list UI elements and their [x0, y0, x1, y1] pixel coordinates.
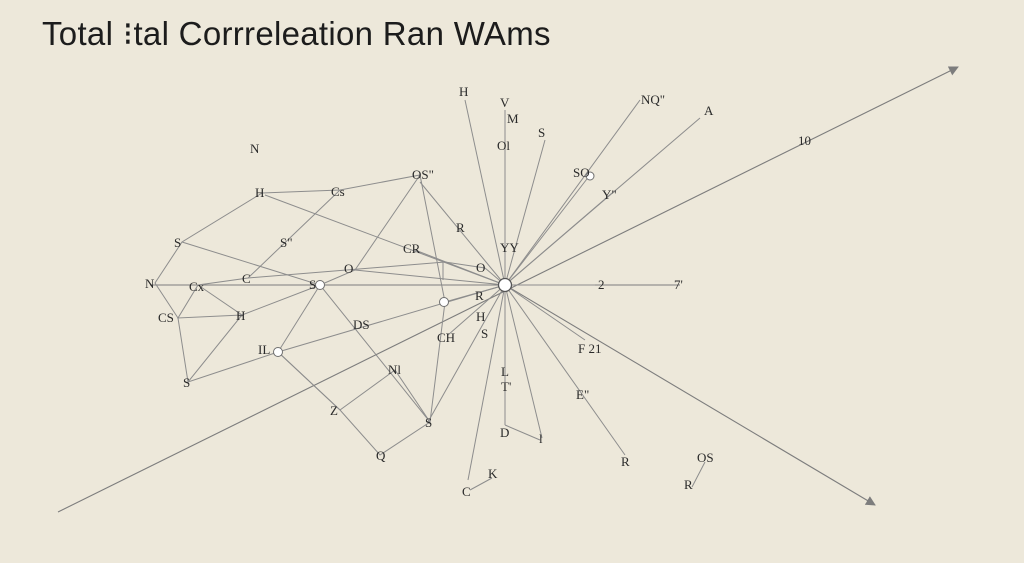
node-label: NQ" — [641, 92, 665, 107]
node-label: Nl — [388, 362, 401, 377]
node-label: A — [704, 103, 714, 118]
edge — [504, 284, 543, 439]
node[interactable] — [585, 171, 595, 181]
edge — [504, 284, 586, 341]
node-label: Cs — [331, 184, 345, 199]
node-label: CR — [403, 241, 421, 256]
node-label: E" — [576, 387, 589, 402]
node-label: N — [250, 141, 260, 156]
edge — [691, 461, 706, 488]
node-label: Z — [330, 403, 338, 418]
node-label: SO — [573, 165, 590, 180]
node-label: Cx — [189, 279, 205, 294]
edge — [447, 284, 506, 336]
node-label: l — [539, 431, 543, 446]
edge — [414, 249, 506, 286]
node-label: OS — [697, 450, 714, 465]
node-label: R — [475, 288, 484, 303]
edge — [504, 99, 641, 286]
edge — [419, 181, 506, 286]
node-label: S — [538, 125, 545, 140]
edge-path — [261, 174, 446, 423]
descending-axis-line — [504, 284, 876, 506]
edge — [464, 99, 506, 286]
edge — [504, 192, 613, 286]
node-label: R — [621, 454, 630, 469]
node-label: Y" — [602, 187, 617, 202]
edge — [504, 174, 591, 286]
node-label: S — [481, 326, 488, 341]
node-label: F 21 — [578, 341, 601, 356]
node-label: H — [236, 308, 245, 323]
node-label: S" — [280, 235, 293, 250]
node-label: S — [425, 415, 432, 430]
node-label: S — [309, 277, 316, 292]
node[interactable] — [439, 297, 449, 307]
node-label: S — [183, 375, 190, 390]
node-label: C — [462, 484, 471, 499]
node[interactable] — [315, 280, 325, 290]
node-label: H — [255, 185, 264, 200]
node-label: 2 — [598, 277, 605, 292]
edge — [264, 194, 506, 286]
node-label: C — [242, 271, 251, 286]
node-label: H — [459, 84, 468, 99]
node-labels: H V M NQ" A 10 S Ol SO Y" OS" N H Cs S S… — [145, 84, 811, 499]
node-label: O — [476, 260, 485, 275]
edge-path — [277, 284, 341, 411]
node-label: 10 — [798, 133, 811, 148]
node-label: V — [500, 95, 510, 110]
node-label: 7' — [674, 277, 683, 292]
node-label: D — [500, 425, 509, 440]
node-label: R — [456, 220, 465, 235]
node-label: O — [344, 261, 353, 276]
node-label: N — [145, 276, 155, 291]
edge-path — [247, 261, 486, 279]
edge — [427, 284, 506, 423]
node-label: H — [476, 309, 485, 324]
node-label: M — [507, 111, 519, 126]
edge — [504, 284, 626, 456]
node-label: S — [174, 235, 181, 250]
edge — [444, 284, 506, 303]
hub-node[interactable] — [497, 277, 513, 293]
node-label: R — [684, 477, 693, 492]
node-label: IL — [258, 342, 270, 357]
node-label: CS — [158, 310, 174, 325]
node-label: T' — [501, 379, 511, 394]
edge-path — [339, 369, 431, 423]
node-label: CH — [437, 330, 455, 345]
edge — [354, 269, 506, 286]
node-label: Ol — [497, 138, 510, 153]
node-label: Q — [376, 448, 386, 463]
edge-path — [177, 189, 341, 319]
node-label: YY — [500, 240, 519, 255]
node-label: L — [501, 364, 509, 379]
node-label: OS" — [412, 167, 434, 182]
edge — [504, 139, 546, 286]
cluster-edges — [154, 174, 706, 491]
edge-path — [319, 174, 421, 286]
edge — [504, 424, 541, 441]
edge — [469, 477, 493, 491]
node[interactable] — [273, 347, 283, 357]
node-label: K — [488, 466, 498, 481]
edge — [467, 284, 506, 481]
diagram-title: Total ⁝tal Corrreleation Ran WAms — [42, 15, 551, 52]
edge-path — [187, 284, 243, 383]
node-label: DS — [353, 317, 370, 332]
edge-path — [154, 192, 431, 456]
